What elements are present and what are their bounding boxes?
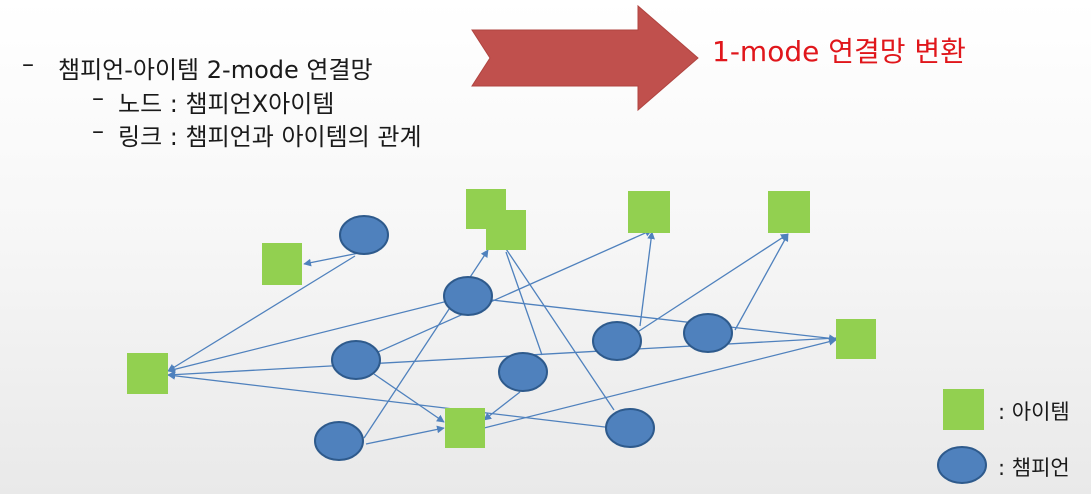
edge bbox=[303, 251, 365, 267]
champion-node bbox=[683, 313, 733, 353]
edge bbox=[483, 337, 837, 429]
bullet-dash: – bbox=[92, 117, 104, 145]
edge bbox=[373, 373, 445, 423]
champion-node bbox=[498, 352, 548, 392]
bullet-main: 챔피언-아이템 2-mode 연결망 bbox=[58, 56, 373, 84]
item-node bbox=[445, 408, 485, 448]
champion-node bbox=[592, 321, 642, 361]
bullet-dash: – bbox=[92, 84, 104, 112]
edge bbox=[167, 295, 469, 374]
item-node bbox=[628, 191, 670, 233]
item-node bbox=[836, 319, 876, 359]
champion-node bbox=[443, 276, 493, 316]
item-node bbox=[127, 353, 168, 394]
legend-item-label: : 아이템 bbox=[998, 400, 1070, 424]
edge bbox=[365, 425, 445, 445]
edge bbox=[734, 233, 789, 331]
edge bbox=[505, 251, 543, 356]
item-nodes bbox=[127, 189, 876, 448]
bullet-node-desc: 노드 : 챔피언X아이템 bbox=[118, 90, 335, 118]
transform-title: 1-mode 연결망 변환 bbox=[712, 35, 966, 68]
champion-node bbox=[314, 421, 364, 461]
bullet-dash: – bbox=[22, 50, 34, 78]
legend-champion-label: : 챔피언 bbox=[998, 456, 1070, 480]
edge bbox=[491, 299, 837, 343]
edge bbox=[377, 229, 653, 353]
bullet-link-desc: 링크 : 챔피언과 아이템의 관계 bbox=[118, 123, 422, 151]
edge bbox=[167, 255, 356, 372]
item-node bbox=[768, 191, 810, 233]
legend-champion-swatch bbox=[937, 446, 987, 484]
edge bbox=[167, 371, 631, 431]
bullet-list: – 챔피언-아이템 2-mode 연결망 – 노드 : 챔피언X아이템 – 링크… bbox=[0, 0, 560, 160]
legend-item-swatch bbox=[943, 389, 984, 430]
champion-node bbox=[331, 340, 381, 380]
champion-node bbox=[605, 408, 655, 448]
transform-arrow bbox=[471, 4, 699, 112]
edge bbox=[639, 231, 655, 327]
item-node bbox=[486, 210, 526, 250]
champion-node bbox=[339, 215, 389, 255]
edge bbox=[483, 391, 521, 421]
edge bbox=[491, 227, 615, 411]
edge bbox=[635, 233, 789, 334]
champion-nodes bbox=[314, 215, 733, 461]
edge-group bbox=[167, 227, 837, 445]
item-node bbox=[262, 243, 302, 285]
